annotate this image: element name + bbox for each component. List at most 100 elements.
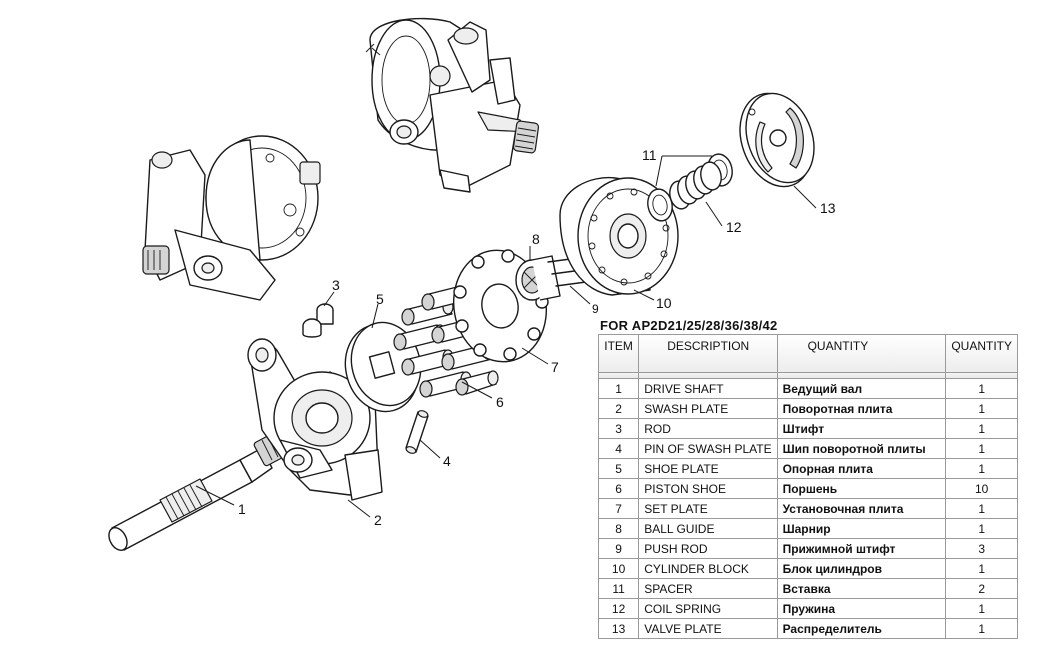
cell-item: 13 [597,618,640,639]
cell-quantity: 1 [945,518,1018,539]
cell-quantity: 1 [945,398,1018,419]
cell-quantity: 1 [945,598,1018,619]
cell-quantity: 1 [945,438,1018,459]
cell-name-ru: Пружина [776,598,947,619]
callout-10: 10 [656,295,672,311]
cell-name-ru: Штифт [776,418,947,439]
cell-quantity: 1 [945,498,1018,519]
cell-quantity: 1 [945,618,1018,639]
leader-5 [371,303,379,329]
leader-2 [347,499,371,518]
callout-2: 2 [374,512,382,528]
part-13-valve-plate [739,92,815,188]
cell-name-ru: Поршень [776,478,947,499]
header-quantity-ru: QUANTITY [776,334,947,373]
callout-9: 9 [592,302,599,316]
header-quantity: QUANTITY [945,334,1018,373]
cell-item: 1 [597,378,640,399]
assembled-pump-top [365,17,540,193]
table-title: FOR AP2D21/25/28/36/38/42 [600,318,778,333]
cell-item: 2 [597,398,640,419]
cell-name-ru: Вставка [776,578,947,599]
cell-name-ru: Установочная плита [776,498,947,519]
callout-7: 7 [551,359,559,375]
callout-1: 1 [238,501,246,517]
part-3-rod [302,303,334,338]
callout-8: 8 [532,231,540,247]
cell-description: PISTON SHOE [638,478,778,499]
leader-4 [419,439,441,459]
cell-quantity: 1 [945,558,1018,579]
cell-item: 7 [597,498,640,519]
cell-quantity: 3 [945,538,1018,559]
cell-item: 10 [597,558,640,579]
cell-quantity: 1 [945,378,1018,399]
cell-quantity: 10 [945,478,1018,499]
cell-description: BALL GUIDE [638,518,778,539]
callout-13: 13 [820,200,836,216]
callout-11: 11 [642,147,657,163]
leader-1 [195,485,235,506]
cell-item: 5 [597,458,640,479]
leader-11a [655,155,663,187]
leader-13 [793,185,817,209]
part-8-ball-guide [515,255,561,301]
cell-item: 6 [597,478,640,499]
cell-name-ru: Ведущий вал [776,378,947,399]
cell-item: 4 [597,438,640,459]
part-12-coil-spring [669,161,722,210]
cell-item: 11 [597,578,640,599]
cell-name-ru: Шип поворотной плиты [776,438,947,459]
leader-12 [705,201,723,227]
cell-item: 3 [597,418,640,439]
cell-description: PIN OF SWASH PLATE [638,438,778,459]
leader-6 [461,381,493,399]
cell-quantity: 2 [945,578,1018,599]
header-item: ITEM [597,334,640,373]
cell-item: 8 [597,518,640,539]
part-2-swash-plate [247,338,383,501]
part-1-drive-shaft [108,433,285,551]
cell-description: SPACER [638,578,778,599]
cell-item: 9 [597,538,640,559]
callout-numbers: 1 2 3 4 5 6 7 8 9 10 11 12 13 [238,147,836,528]
callout-6: 6 [496,394,504,410]
cell-description: SHOE PLATE [638,458,778,479]
cell-quantity: 1 [945,418,1018,439]
cell-description: SWASH PLATE [638,398,778,419]
cell-description: ROD [638,418,778,439]
cell-description: COIL SPRING [638,598,778,619]
part-4-pin [405,410,429,454]
cell-description: VALVE PLATE [638,618,778,639]
cell-name-ru: Распределитель [776,618,947,639]
cell-description: DRIVE SHAFT [638,378,778,399]
header-description: DESCRIPTION [638,334,778,373]
leader-lines [195,155,817,518]
cell-name-ru: Прижимной штифт [776,538,947,559]
callout-12: 12 [726,219,742,235]
callout-5: 5 [376,291,384,307]
cell-name-ru: Блок цилиндров [776,558,947,579]
assembled-pump-left [142,135,321,301]
cell-item: 12 [597,598,640,619]
cell-description: PUSH ROD [638,538,778,559]
cell-name-ru: Поворотная плита [776,398,947,419]
leader-10 [633,289,655,301]
leader-3 [323,291,335,307]
cell-name-ru: Шарнир [776,518,947,539]
cell-description: SET PLATE [638,498,778,519]
